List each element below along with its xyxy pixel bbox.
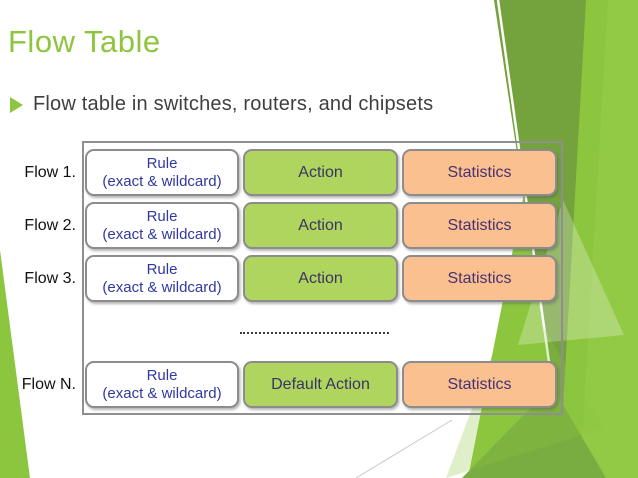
action-box: Action (243, 202, 398, 249)
rule-box-line1: Rule (146, 366, 178, 384)
rule-box-line2: (exact & wildcard) (102, 225, 222, 243)
statistics-box: Statistics (402, 255, 557, 302)
flow-row-1: Flow 1. Rule (exact & wildcard) Action S… (0, 149, 638, 196)
flow-label: Flow 2. (24, 216, 76, 234)
bg-strip-light-right (580, 0, 638, 478)
rule-box: Rule (exact & wildcard) (85, 202, 239, 249)
rule-box-line2: (exact & wildcard) (102, 172, 222, 190)
rule-box-line1: Rule (146, 260, 178, 278)
flow-row-3: Flow 3. Rule (exact & wildcard) Action S… (0, 255, 638, 302)
statistics-box: Statistics (402, 202, 557, 249)
action-box: Action (243, 255, 398, 302)
flow-row-n: Flow N. Rule (exact & wildcard) Default … (0, 361, 638, 408)
flow-label: Flow N. (21, 375, 76, 393)
bg-wedge-bottom (462, 386, 606, 478)
rule-box: Rule (exact & wildcard) (85, 255, 239, 302)
flow-row-2: Flow 2. Rule (exact & wildcard) Action S… (0, 202, 638, 249)
page-title: Flow Table (8, 24, 161, 59)
default-action-box: Default Action (243, 361, 398, 408)
rule-box: Rule (exact & wildcard) (85, 149, 239, 196)
bullet-line: Flow table in switches, routers, and chi… (10, 93, 433, 116)
statistics-box: Statistics (402, 149, 557, 196)
flow-label: Flow 1. (24, 163, 76, 181)
rule-box-line1: Rule (146, 207, 178, 225)
bg-thin-line (355, 419, 453, 478)
statistics-box: Statistics (402, 361, 557, 408)
rule-box-line2: (exact & wildcard) (102, 278, 222, 296)
rule-box: Rule (exact & wildcard) (85, 361, 239, 408)
bullet-text: Flow table in switches, routers, and chi… (33, 93, 434, 115)
bg-wedge-left (0, 250, 30, 478)
bg-facet-pale-2 (518, 200, 624, 345)
rule-box-line1: Rule (146, 154, 178, 172)
bullet-arrow-icon (10, 96, 23, 113)
ellipsis-dotted-line (240, 332, 389, 334)
rule-box-line2: (exact & wildcard) (102, 384, 222, 402)
flow-label: Flow 3. (24, 269, 76, 287)
action-box: Action (243, 149, 398, 196)
flow-table-outline (82, 141, 563, 415)
